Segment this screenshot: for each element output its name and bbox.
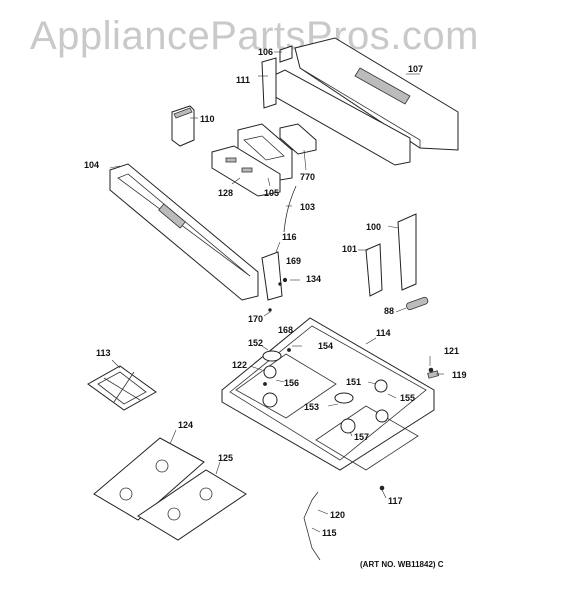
callout-152: 152 [248,338,264,348]
backsplash-trim-part [294,37,459,151]
callout-111: 111 [236,75,251,85]
callout-110: 110 [200,114,215,124]
callout-116: 116 [282,232,297,242]
rear-panel-part [261,45,411,166]
callout-134: 134 [306,274,322,284]
callout-124: 124 [178,420,194,430]
callout-168: 168 [278,325,294,335]
callout-113: 113 [96,348,111,358]
callout-125: 125 [218,453,234,463]
callout-170: 170 [248,314,264,324]
drip-pan-left-part [93,437,205,521]
callout-119: 119 [452,370,467,380]
wire-tube-part [283,185,297,233]
callout-88: 88 [384,306,395,316]
callout-156: 156 [284,378,300,388]
control-panel-part [109,163,259,301]
cooktop-part [221,317,435,471]
callout-106: 106 [258,47,274,57]
callout-104: 104 [84,160,100,170]
callout-154: 154 [318,341,334,351]
spacer-part [406,296,429,311]
callout-169: 169 [286,256,302,266]
art-number-label: (ART NO. WB11842) C [360,560,444,569]
callout-115: 115 [322,528,337,538]
side-bracket-right-part [365,213,417,297]
burner-grate-part [87,365,157,411]
callout-103: 103 [300,202,316,212]
callout-100: 100 [366,222,382,232]
callout-leader-lines [109,51,444,533]
callout-101: 101 [342,244,358,254]
gas-rod-part [303,491,321,561]
knob-part [171,105,195,147]
callout-157: 157 [354,432,370,442]
callout-153: 153 [304,402,320,412]
callout-155: 155 [400,393,416,403]
callout-121: 121 [444,346,460,356]
watermark-logo: AppliancePartsPros.com [30,14,479,58]
drip-pan-right-part [137,469,247,541]
callout-122: 122 [232,360,248,370]
callout-105: 105 [264,188,280,198]
callout-114: 114 [376,328,391,338]
side-bracket-part [261,251,283,301]
callout-117: 117 [388,496,403,506]
small-plate-part [279,123,317,155]
callout-770: 770 [300,172,316,182]
callout-151: 151 [346,377,362,387]
control-overlay-part [211,145,281,197]
callout-120: 120 [330,510,346,520]
callout-128: 128 [218,188,234,198]
screw-parts [268,277,440,491]
callout-107: 107 [408,64,424,74]
